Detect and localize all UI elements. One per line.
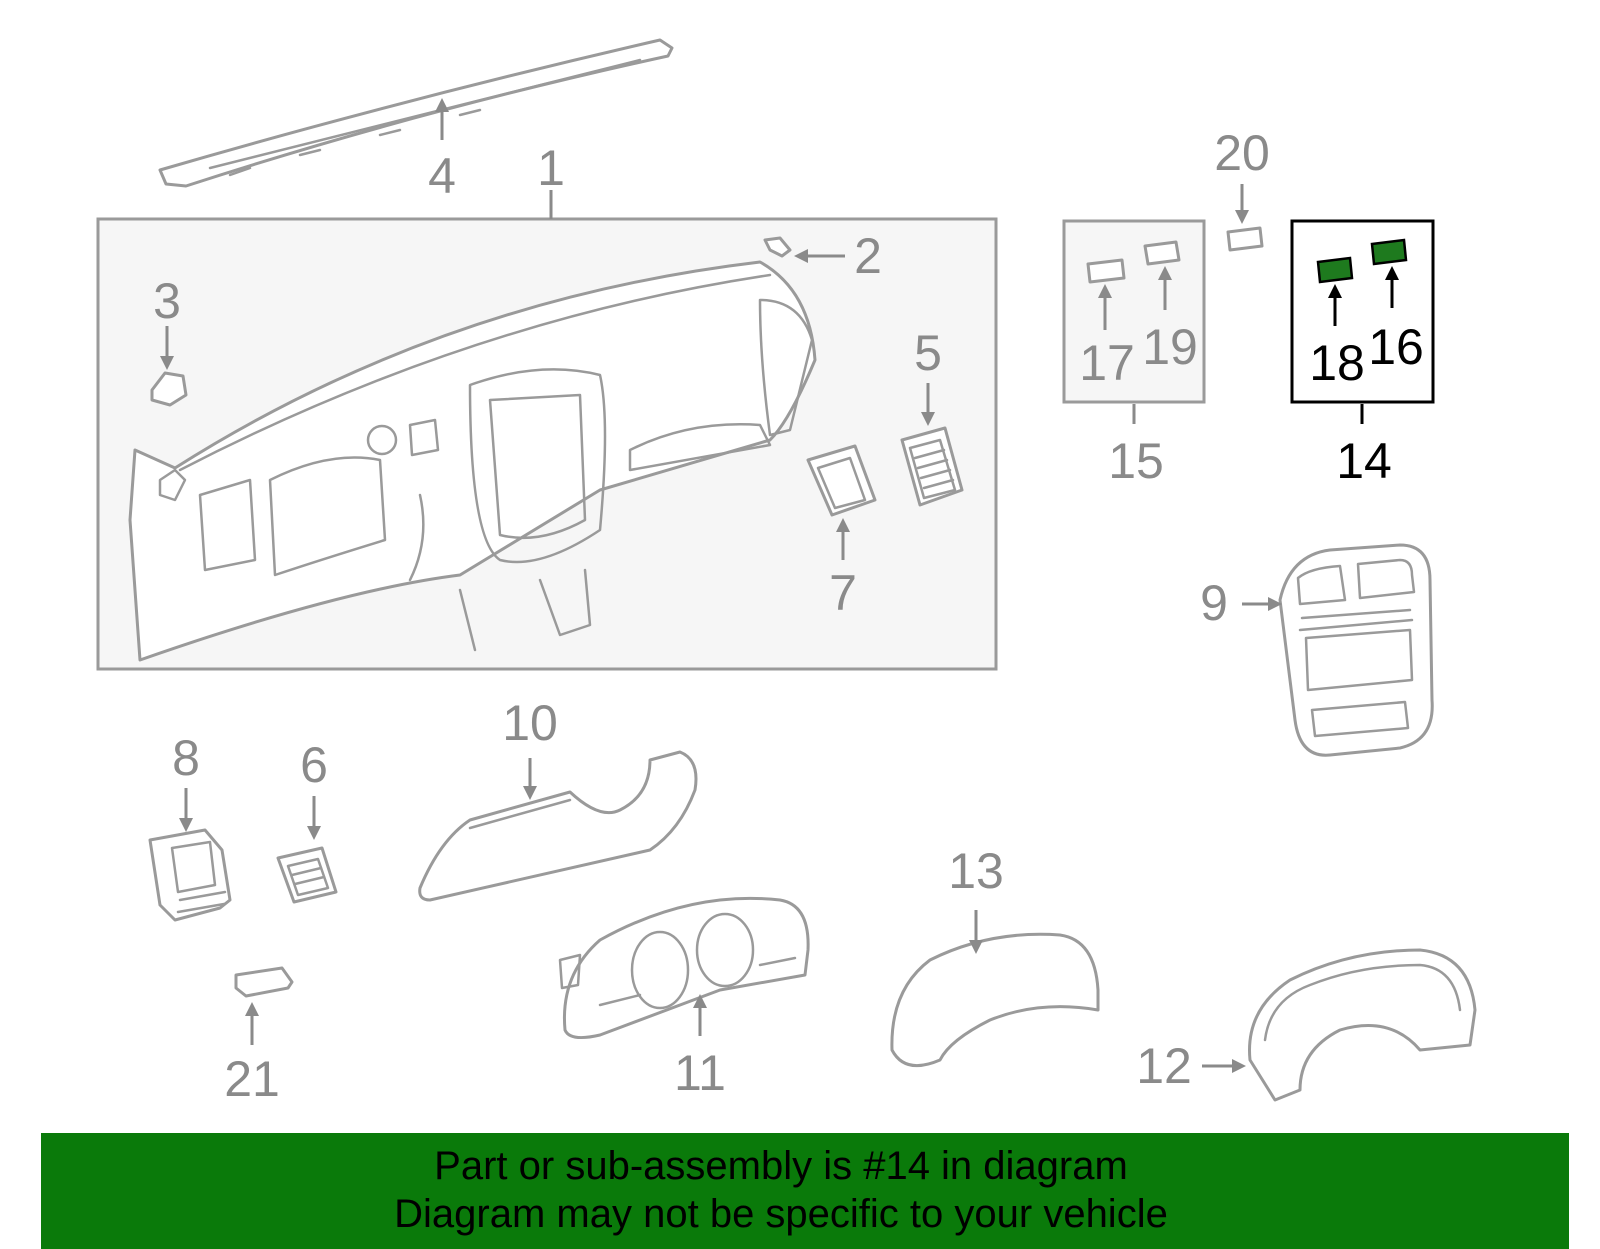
callout-5: 5 [914,325,942,381]
callout-11: 11 [674,1045,726,1101]
banner-line-disclaimer: Diagram may not be specific to your vehi… [394,1192,1168,1236]
part-6-vent[interactable] [276,846,338,904]
callout-2: 2 [854,228,882,284]
callout-6: 6 [300,737,328,793]
part-9-center-bezel[interactable] [1278,543,1434,757]
part-7-vent[interactable] [806,444,877,517]
part-5-vent[interactable] [900,426,964,507]
part-17-switch[interactable] [1086,258,1126,284]
part-10-bolster[interactable] [418,750,698,902]
callout-7: 7 [829,565,857,621]
callout-18: 18 [1309,335,1365,391]
part-1-instrument-panel[interactable] [128,260,817,662]
callout-13: 13 [948,843,1004,899]
part-8-vent[interactable] [148,828,232,922]
info-banner: Part or sub-assembly is #14 in diagram D… [41,1133,1569,1249]
callout-10: 10 [502,695,558,751]
part-11-instrument-cluster[interactable] [558,896,810,1040]
assembly-14-box [1290,219,1435,404]
callout-21: 21 [224,1051,280,1107]
callout-9: 9 [1200,575,1228,631]
part-21-switch[interactable] [234,966,294,998]
callout-14: 14 [1336,433,1392,489]
part-19-switch[interactable] [1143,240,1181,266]
callout-8: 8 [172,730,200,786]
callout-15: 15 [1108,433,1164,489]
callout-3: 3 [153,273,181,329]
callout-17: 17 [1079,335,1135,391]
callout-1: 1 [537,140,565,196]
part-18-switch-highlighted[interactable] [1316,256,1354,284]
part-20-switch[interactable] [1226,226,1264,252]
part-12-cluster-bezel[interactable] [1248,948,1477,1102]
part-2-clip[interactable] [763,236,792,258]
part-3-bracket[interactable] [150,371,188,407]
callout-20: 20 [1214,125,1270,181]
part-4-defroster-trim[interactable] [158,38,674,188]
callout-16: 16 [1368,319,1424,375]
part-16-switch-highlighted[interactable] [1370,238,1408,266]
banner-line-part-number: Part or sub-assembly is #14 in diagram [434,1144,1128,1188]
assembly-15-box [1062,219,1206,404]
callout-12: 12 [1136,1038,1192,1094]
callout-4: 4 [428,148,456,204]
callout-19: 19 [1142,319,1198,375]
part-13-cluster-lens[interactable] [890,932,1100,1068]
